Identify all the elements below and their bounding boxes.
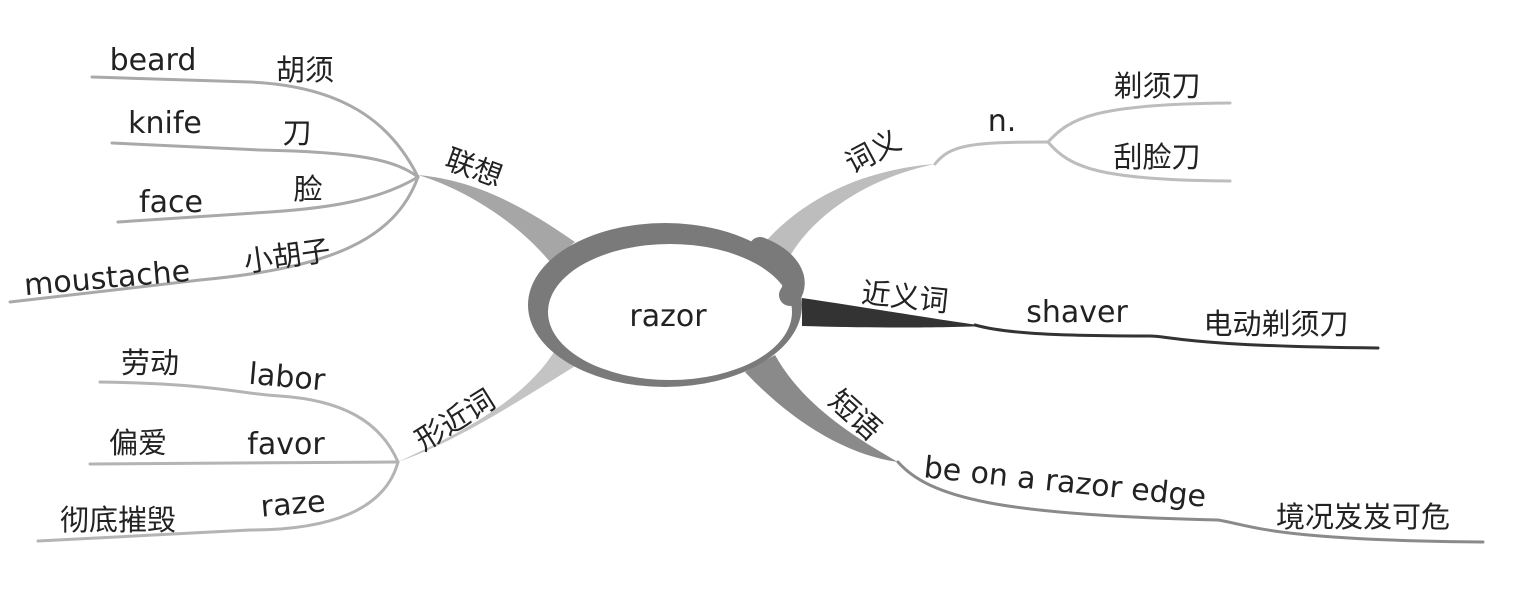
similar-group: 形近词 劳动 labor 偏爱 favor 彻底摧毁 raze <box>60 346 501 537</box>
phrase-connector <box>896 460 1485 544</box>
similar-leaf-favor <box>88 460 400 466</box>
synonym-branch <box>802 298 985 328</box>
association-en-knife: knife <box>128 106 202 141</box>
association-group: 联想 beard 胡须 knife 刀 face 脸 moustache 小胡子 <box>23 43 507 303</box>
similar-en-raze: raze <box>259 484 327 525</box>
association-en-face: face <box>139 185 203 220</box>
similar-leaf-labor <box>98 380 400 464</box>
association-leaf-face <box>116 175 420 224</box>
meaning-sense-2: 刮脸刀 <box>1113 140 1200 174</box>
association-branch <box>418 175 575 262</box>
similar-zh-raze: 彻底摧毁 <box>60 503 176 537</box>
phrase-text: be on a razor edge <box>922 450 1208 514</box>
association-en-moustache: moustache <box>23 254 192 303</box>
synonym-group: 近义词 shaver 电动剃须刀 <box>860 276 1349 341</box>
meaning-sense-1: 剃须刀 <box>1113 69 1200 103</box>
meaning-pos: n. <box>988 104 1017 139</box>
association-zh-knife: 刀 <box>282 116 311 150</box>
center-label: razor <box>629 299 707 334</box>
center-node: razor <box>528 223 805 387</box>
similar-leaf-raze <box>36 460 400 543</box>
phrase-group: 短语 be on a razor edge 境况岌岌可危 <box>822 383 1450 534</box>
synonym-word: shaver <box>1026 295 1128 330</box>
meaning-branch <box>760 164 935 265</box>
phrase-gloss: 境况岌岌可危 <box>1276 500 1450 534</box>
meaning-connector <box>933 140 1050 166</box>
similar-en-labor: labor <box>247 357 327 399</box>
meaning-leaf-2 <box>1046 140 1232 183</box>
center-ring-highlight <box>749 237 805 306</box>
association-zh-moustache: 小胡子 <box>242 233 333 279</box>
similar-zh-labor: 劳动 <box>121 346 179 380</box>
similar-zh-favor: 偏爱 <box>109 426 167 460</box>
association-zh-beard: 胡须 <box>276 53 334 87</box>
association-en-beard: beard <box>110 43 197 78</box>
similar-en-favor: favor <box>247 427 325 462</box>
synonym-gloss: 电动剃须刀 <box>1203 307 1348 341</box>
phrase-branch <box>745 355 898 462</box>
synonym-connector <box>973 323 1380 350</box>
similar-label: 形近词 <box>409 383 501 458</box>
association-leaf-moustache <box>8 175 420 304</box>
meaning-group: 词义 n. 剃须刀 刮脸刀 <box>839 69 1200 180</box>
meaning-leaf-1 <box>1046 101 1232 144</box>
association-leaf-beard <box>90 75 420 179</box>
center-ring-fill <box>548 244 792 380</box>
association-leaf-knife <box>110 141 420 179</box>
association-zh-face: 脸 <box>293 172 322 206</box>
